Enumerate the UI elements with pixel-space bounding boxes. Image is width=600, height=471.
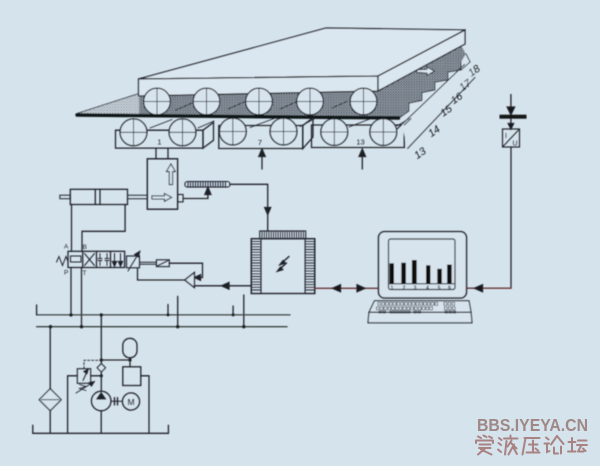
svg-text:7: 7 [258,138,262,147]
svg-text:6: 6 [448,286,451,292]
svg-text:P: P [64,270,68,277]
svg-text:1: 1 [157,138,161,147]
svg-text:T: T [83,270,87,277]
svg-text:3: 3 [414,286,417,292]
svg-text:BBS.IYEYA.CN: BBS.IYEYA.CN [477,415,588,435]
svg-text:A: A [64,244,69,251]
svg-text:5: 5 [438,286,441,292]
svg-text:1: 1 [391,286,394,292]
svg-text:M: M [127,397,134,407]
svg-text:2: 2 [403,286,406,292]
svg-text:B: B [83,244,87,251]
svg-text:I: I [505,133,507,140]
svg-text:13: 13 [356,138,364,147]
svg-text:4: 4 [426,286,429,292]
svg-text:U: U [513,141,518,148]
